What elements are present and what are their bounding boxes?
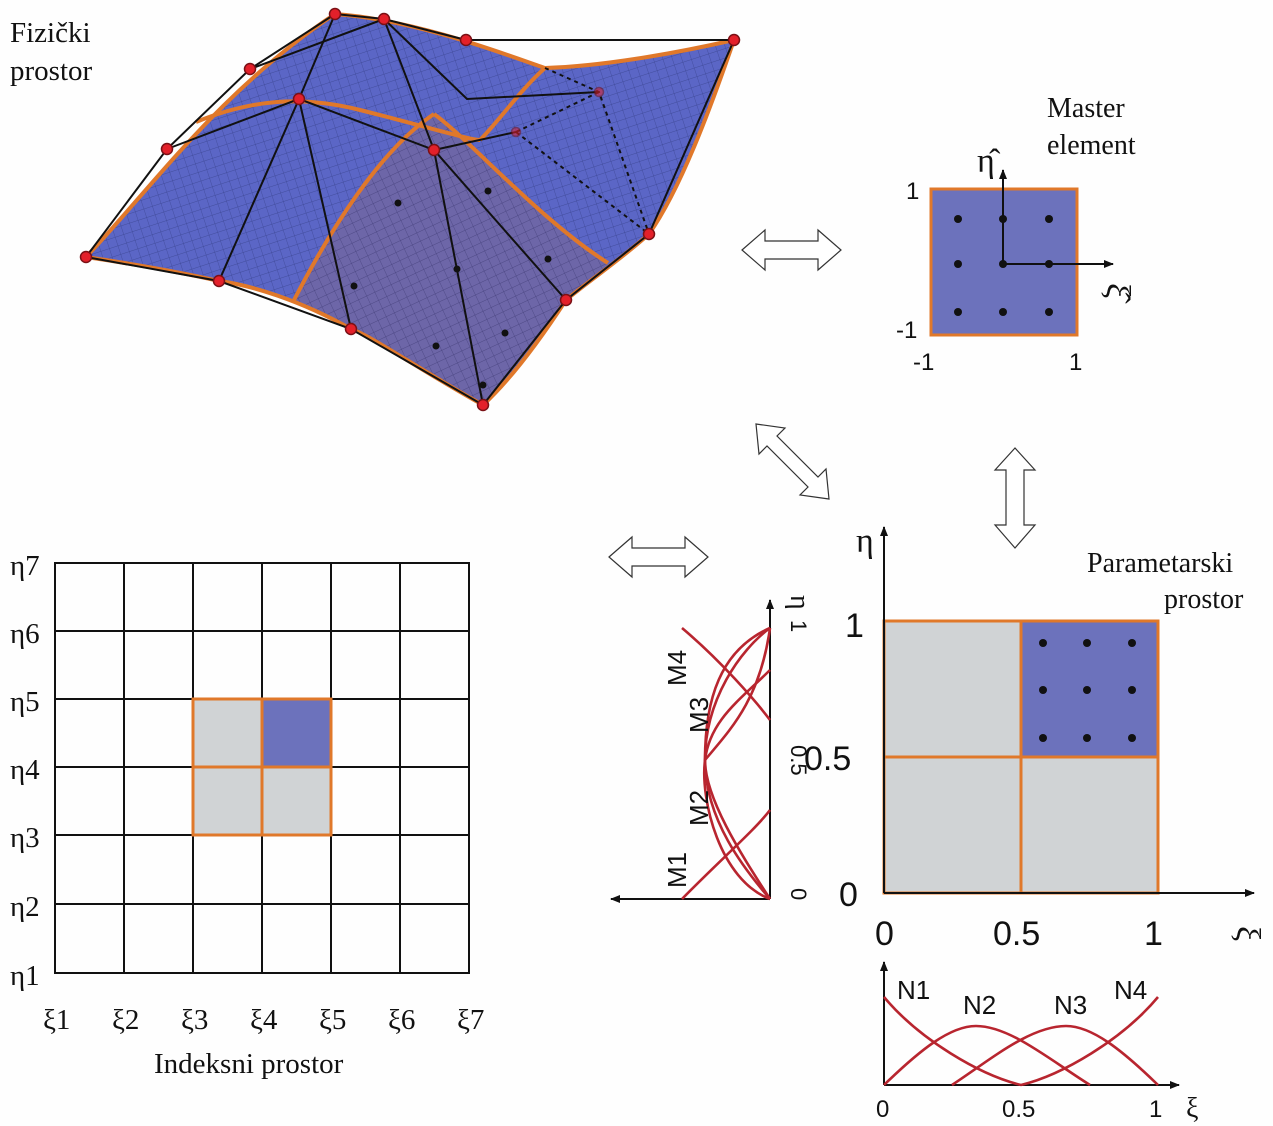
index-xi-1: ξ1: [43, 1004, 70, 1036]
index-xi-7: ξ7: [457, 1004, 484, 1036]
parametric-space: Parametarski prostor η ξ 1 0.5 0 0 0.5 1: [804, 523, 1266, 953]
master-axis-xi: ξ̂: [1099, 283, 1136, 304]
index-xi-2: ξ2: [112, 1004, 139, 1036]
index-eta-2: η2: [10, 891, 40, 923]
basis-m-plot: η 1 0.5 0 M1 M2 M3 M4: [610, 595, 815, 903]
m1-label: M1: [662, 852, 692, 888]
param-axis-xi: ξ: [1229, 926, 1266, 941]
index-eta-6: η6: [10, 618, 40, 650]
master-tick-top: 1: [906, 178, 919, 205]
master-axis-eta: η̂: [977, 143, 1001, 180]
m4-label: M4: [662, 650, 692, 686]
index-grid: [54, 562, 470, 974]
physical-space-title-1: Fizički: [10, 17, 91, 49]
index-xi-5: ξ5: [319, 1004, 346, 1036]
basis-n-plot: N1 N2 N3 N4 0 0.5 1 ξ: [876, 961, 1198, 1124]
master-tick-bottom: -1: [896, 317, 917, 344]
n2-label: N2: [963, 990, 996, 1020]
master-title-1: Master: [1047, 93, 1125, 124]
highlighted-element-surface: [293, 114, 608, 405]
surface-gauss-points: [350, 187, 552, 389]
arrow-physical-master: [741, 228, 842, 272]
n3-label: N3: [1054, 990, 1087, 1020]
m-tick-0: 0: [786, 888, 811, 900]
index-xi-4: ξ4: [250, 1004, 278, 1036]
n-tick-0: 0: [876, 1096, 889, 1123]
index-space: η7 η6 η5 η4 η3 η2 η1 ξ1 ξ2 ξ3 ξ4 ξ5 ξ6 ξ…: [10, 550, 484, 1080]
m2-label: M2: [684, 790, 714, 826]
n3-curve: [951, 1024, 1159, 1087]
master-tick-right: 1: [1069, 349, 1082, 376]
n-curves: [883, 996, 1159, 1087]
n4-curve: [1020, 996, 1159, 1087]
master-element: Master element η̂ ξ̂ 1 -1 -1 1: [896, 93, 1136, 376]
param-y-tick-0: 0: [839, 876, 858, 914]
mapping-arrows: [608, 228, 1037, 579]
param-y-tick-05: 0.5: [804, 740, 851, 778]
arrow-physical-parametric: [755, 423, 830, 500]
m3-label: M3: [684, 697, 714, 733]
param-title-2: prostor: [1164, 584, 1244, 615]
m-curves: [681, 626, 772, 901]
m-axis-label: η: [784, 595, 815, 610]
n-axis-label: ξ: [1186, 1093, 1198, 1124]
n4-label: N4: [1114, 975, 1147, 1005]
index-eta-5: η5: [10, 686, 40, 718]
index-space-title: Indeksni prostor: [154, 1048, 344, 1080]
param-x-tick-1: 1: [1144, 915, 1163, 953]
index-xi-3: ξ3: [181, 1004, 208, 1036]
m-tick-05: 0.5: [786, 745, 811, 776]
index-cell-highlighted: [262, 699, 331, 767]
n-tick-05: 0.5: [1002, 1096, 1035, 1123]
master-tick-left: -1: [913, 349, 934, 376]
n2-curve: [883, 1024, 1091, 1087]
index-cell-grey-1: [193, 699, 262, 767]
m4-curve: [681, 627, 772, 721]
index-cell-grey-2: [193, 767, 262, 835]
param-title-1: Parametarski: [1087, 548, 1233, 579]
param-y-tick-1: 1: [845, 607, 864, 645]
control-polygon: [85, 12, 735, 406]
param-cell-top-left: [884, 621, 1021, 757]
param-gauss-points: [1039, 639, 1136, 742]
control-points: [79, 7, 741, 412]
master-gauss-points: [954, 215, 1053, 316]
master-title-2: element: [1047, 130, 1136, 161]
arrow-master-parametric: [993, 447, 1037, 549]
index-xi-6: ξ6: [388, 1004, 415, 1036]
physical-space-title-2: prostor: [10, 55, 93, 87]
param-x-tick-0: 0: [875, 915, 894, 953]
m1-curve: [681, 809, 772, 900]
m-tick-1: 1: [786, 620, 811, 632]
index-eta-3: η3: [10, 822, 40, 854]
index-cell-grey-3: [262, 767, 331, 835]
param-cell-bottom-right: [1021, 757, 1158, 893]
param-cell-bottom-left: [884, 757, 1021, 893]
n-tick-1: 1: [1149, 1096, 1162, 1123]
n1-curve: [883, 996, 1022, 1087]
n1-label: N1: [897, 975, 930, 1005]
index-element-lines: [191, 697, 333, 837]
index-eta-7: η7: [10, 550, 40, 582]
physical-space: Fizički prostor: [10, 7, 741, 412]
param-x-tick-05: 0.5: [993, 915, 1040, 953]
param-axis-eta: η: [856, 523, 874, 560]
index-eta-1: η1: [10, 960, 40, 992]
index-eta-4: η4: [10, 754, 40, 786]
arrow-index-parametric: [608, 535, 709, 579]
